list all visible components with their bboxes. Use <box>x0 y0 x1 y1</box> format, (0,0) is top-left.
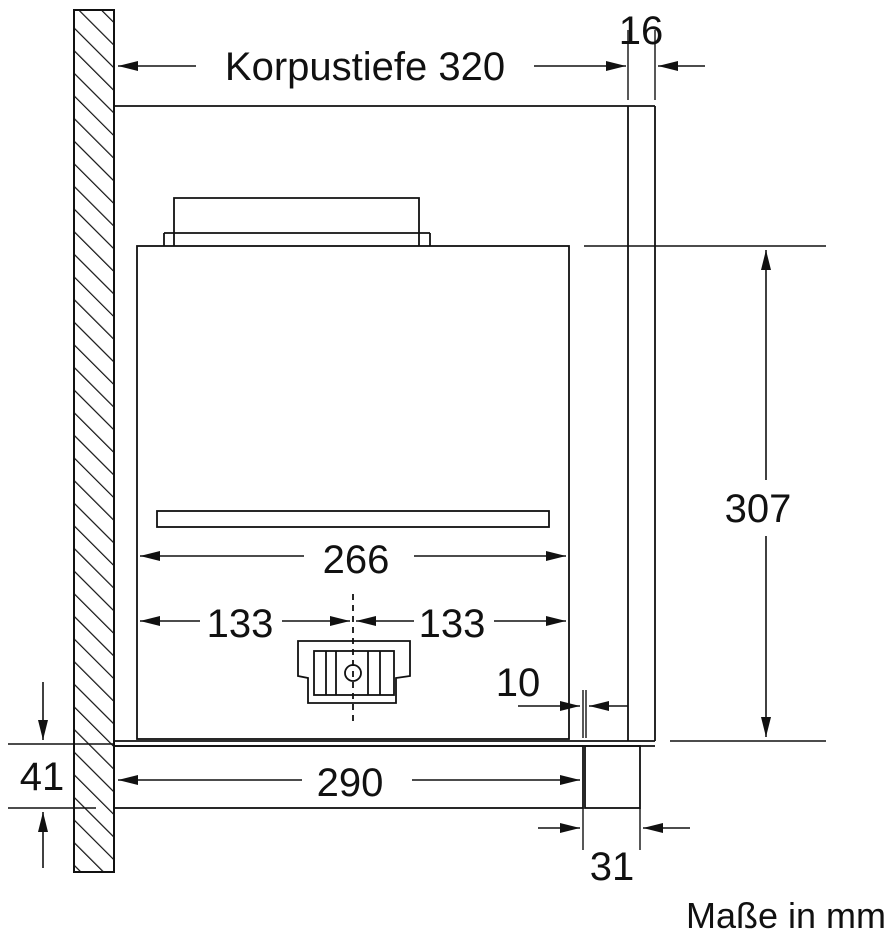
motor-symbol <box>297 594 411 722</box>
label-inner-width: 266 <box>323 538 390 582</box>
label-panel-thickness: 16 <box>619 9 664 53</box>
label-half-left: 133 <box>207 602 274 646</box>
label-depth: Korpustiefe 320 <box>225 45 505 89</box>
hood-body <box>136 197 570 740</box>
bottom-shelf <box>113 745 641 809</box>
wall-hatched <box>73 9 115 873</box>
label-half-right: 133 <box>419 602 486 646</box>
dimension-labels: Korpustiefe 320 16 307 266 133 133 10 41… <box>20 9 886 936</box>
label-bottom-height: 41 <box>20 755 65 799</box>
label-bottom-width: 290 <box>317 761 384 805</box>
label-units: Maße in mm <box>686 895 886 936</box>
label-height: 307 <box>725 487 792 531</box>
cabinet-outline <box>114 105 656 747</box>
dimension-arrows <box>38 61 771 868</box>
extension-lines <box>8 30 826 850</box>
label-gap: 10 <box>496 661 541 705</box>
label-front-depth: 31 <box>590 845 635 889</box>
